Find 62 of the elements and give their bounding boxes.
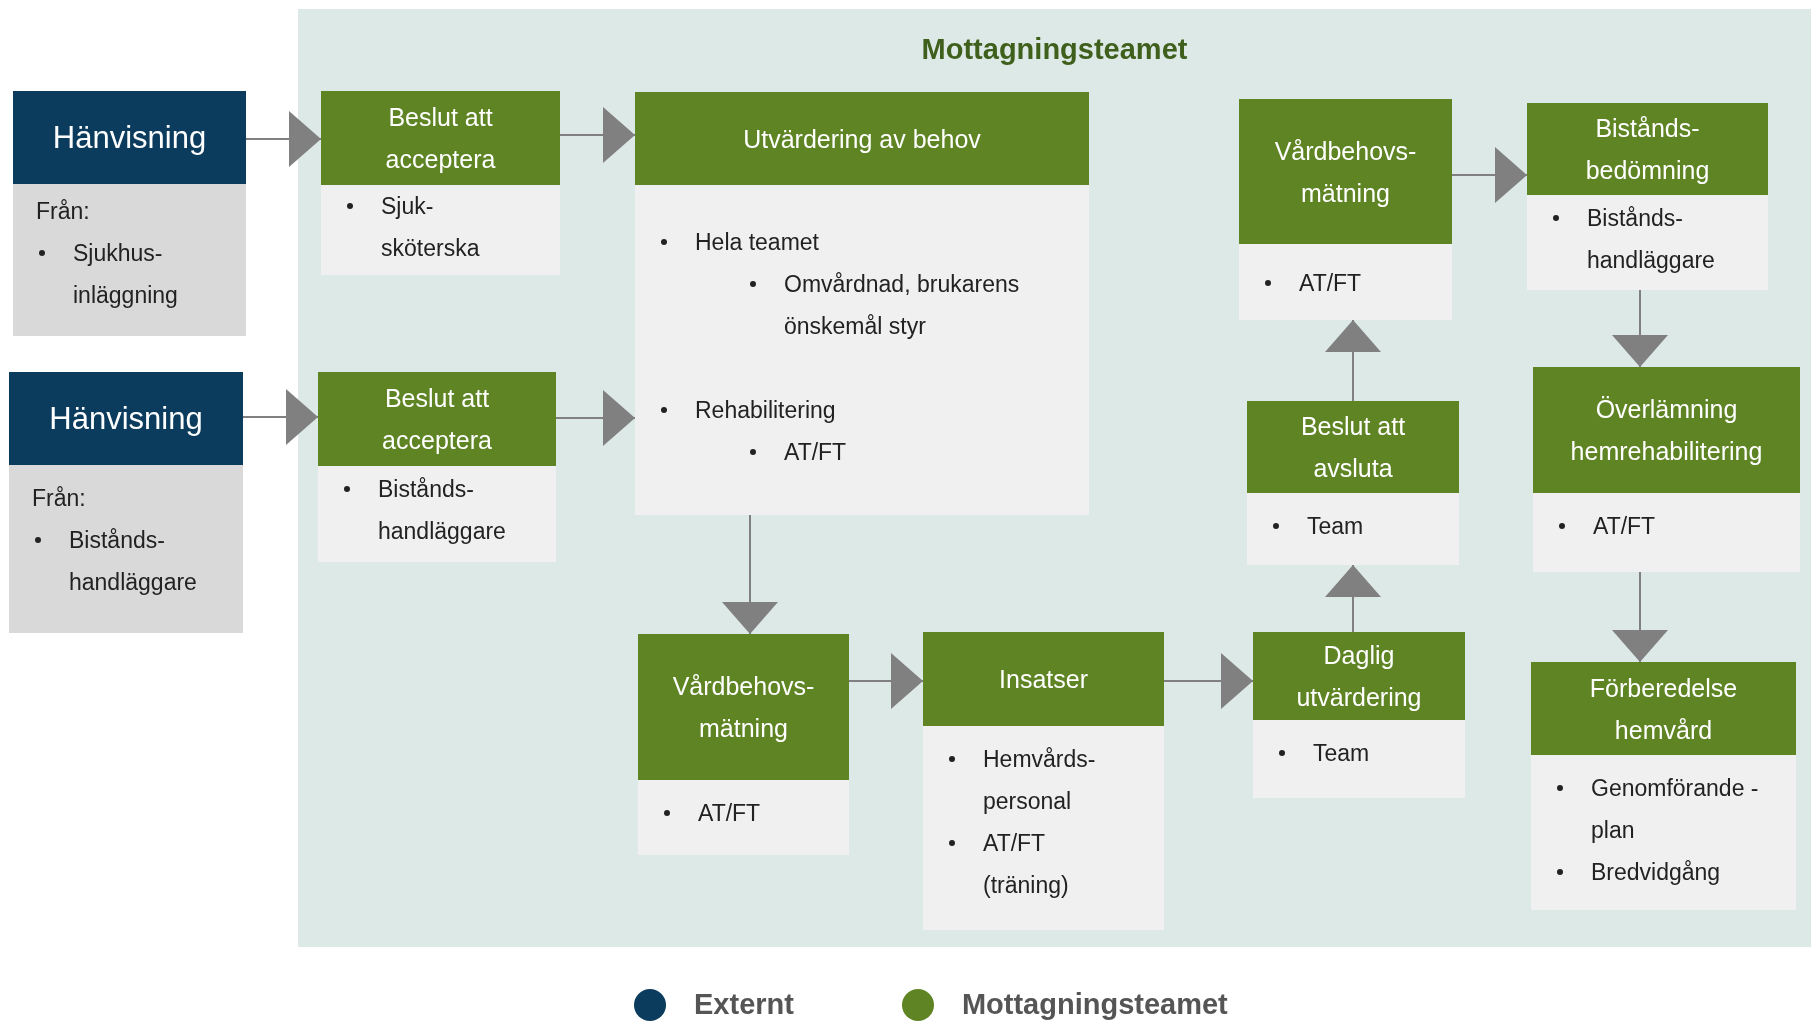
process-card <box>321 91 560 275</box>
process-card <box>1533 367 1800 572</box>
chevron-arrow <box>1325 319 1381 402</box>
bullet-item: Hela teamet <box>695 228 820 257</box>
bullet-item: Sjuk- sköterska <box>381 192 481 263</box>
chevron-arrow <box>1325 564 1381 633</box>
chevron-arrow <box>722 514 778 635</box>
bullet-item: Bistånds- handläggare <box>69 526 198 597</box>
chevron-arrow <box>242 389 319 445</box>
process-card <box>1527 103 1768 290</box>
process-card <box>1531 662 1796 910</box>
chevron-arrow <box>1451 147 1528 203</box>
panel-title: Mottagningsteamet <box>920 33 1189 66</box>
chevron-arrow <box>555 390 636 446</box>
card-heading: Beslut att acceptera <box>381 383 493 456</box>
card-heading: Hänvisning <box>49 399 203 438</box>
card-heading: Insatser <box>999 664 1088 695</box>
card-heading: Beslut att acceptera <box>384 102 497 175</box>
bullet-item: AT/FT <box>1299 269 1363 298</box>
process-card <box>1247 401 1459 565</box>
card-heading: Utvärdering av behov <box>743 123 981 155</box>
card-heading: Bistånds- bedömning <box>1584 113 1711 186</box>
legend-label: Mottagningsteamet <box>961 988 1228 1021</box>
process-card <box>1239 99 1452 320</box>
card-heading: Vårdbehovs- mätning <box>671 671 816 744</box>
card-heading: Vårdbehovs- mätning <box>1273 135 1418 209</box>
bullet-item: Bistånds- handläggare <box>378 475 507 546</box>
card-heading: Hänvisning <box>52 118 207 157</box>
team-panel <box>298 9 1811 947</box>
process-card <box>1253 632 1465 798</box>
chevron-arrow <box>1163 653 1254 709</box>
bullet-item: Bredvidgång <box>1591 858 1722 887</box>
bullet-item: Team <box>1313 739 1371 768</box>
body-text: Från: <box>36 197 91 226</box>
chevron-arrow <box>1612 289 1668 368</box>
process-card <box>638 634 849 855</box>
process-card <box>9 372 243 633</box>
card-heading: Daglig utvärdering <box>1295 640 1423 713</box>
card-heading: Förberedelse hemvård <box>1588 672 1739 746</box>
bullet-item: Team <box>1307 512 1365 541</box>
chevron-arrow <box>1612 571 1668 663</box>
bullet-item: Bistånds- handläggare <box>1587 204 1716 275</box>
process-card <box>13 91 246 336</box>
bullet-item: Sjukhus- inläggning <box>73 239 179 310</box>
bullet-item: Rehabilitering <box>695 396 837 425</box>
legend-label: Externt <box>694 988 794 1021</box>
bullet-item: AT/FT <box>784 438 848 467</box>
chevron-arrow <box>848 653 924 709</box>
body-text: Från: <box>32 484 87 513</box>
card-heading: Beslut att avsluta <box>1299 411 1407 484</box>
chevron-arrow <box>245 111 322 167</box>
process-card <box>318 372 556 562</box>
bullet-item: Genomförande -plan <box>1591 774 1760 845</box>
bullet-item: AT/FT <box>698 799 762 828</box>
process-card <box>923 632 1164 930</box>
bullet-item: AT/FT (träning) <box>983 829 1070 900</box>
bullet-item: Hemvårds- personal <box>983 745 1097 816</box>
process-card <box>635 92 1089 515</box>
bullet-item: Omvårdnad, brukarens önskemål styr <box>784 270 1021 341</box>
bullet-item: AT/FT <box>1593 512 1657 541</box>
chevron-arrow <box>559 107 636 163</box>
card-heading: Överlämning hemrehabilitering <box>1569 394 1764 467</box>
